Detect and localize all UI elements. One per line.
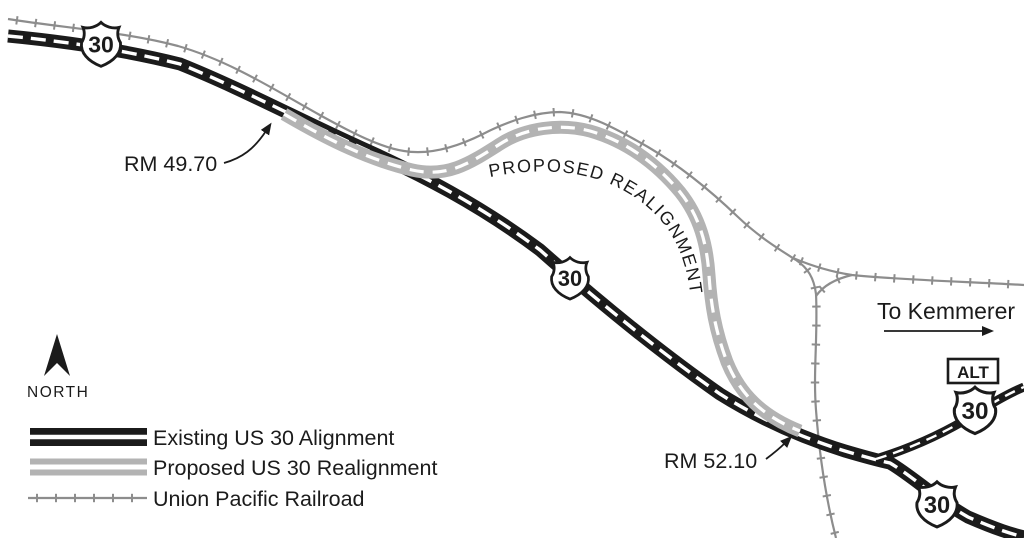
railroad-east-branch-path [792, 256, 1024, 287]
rm-4970-label: RM 49.70 [124, 152, 217, 176]
railroad-ticks [818, 275, 841, 294]
to-kemmerer-label: To Kemmerer [877, 298, 1015, 324]
existing-us30-alt-branch-casing [874, 382, 1024, 464]
north-indicator: NORTH [27, 334, 89, 401]
legend-item-proposed: Proposed US 30 Realignment [30, 456, 437, 480]
proposed-us30-realignment [280, 108, 803, 438]
legend-label-existing: Existing US 30 Alignment [153, 426, 394, 450]
legend-label-proposed: Proposed US 30 Realignment [153, 456, 437, 480]
railroad-ticks [36, 493, 133, 503]
north-arrow-icon [44, 334, 70, 376]
legend-item-railroad: Union Pacific Railroad [28, 487, 365, 511]
rm-5210-leader-line [765, 435, 793, 460]
proposed-realignment-centerline [283, 112, 801, 433]
rm-4970-leader-line [223, 122, 272, 164]
us30-shield-middle: 30 [550, 256, 590, 301]
rm-5210-callout: RM 52.10 [664, 435, 793, 473]
svg-text:30: 30 [558, 266, 582, 291]
us30-shield-top-left: 30 [79, 20, 123, 68]
existing-us30-alt-branch-centerline [875, 385, 1024, 461]
to-kemmerer-callout: To Kemmerer [877, 298, 1015, 336]
legend: Existing US 30 Alignment Proposed US 30 … [28, 426, 437, 511]
railroad-ticks [798, 257, 1010, 289]
union-pacific-railroad [7, 16, 1024, 538]
legend-item-existing: Existing US 30 Alignment [30, 426, 394, 450]
existing-us30-main-centerline [7, 34, 1024, 538]
svg-text:30: 30 [924, 493, 950, 519]
alt-badge-label: ALT [957, 363, 989, 382]
legend-label-railroad: Union Pacific Railroad [153, 487, 365, 511]
rm-5210-label: RM 52.10 [664, 449, 757, 473]
svg-text:30: 30 [961, 398, 988, 425]
alt-badge [946, 357, 1000, 385]
north-label: NORTH [27, 384, 89, 401]
us30-alt-marker: ALT 30 [946, 357, 1000, 436]
railroad-wye-connector-path [815, 273, 853, 297]
rm-4970-callout: RM 49.70 [124, 122, 272, 176]
svg-text:30: 30 [88, 32, 114, 58]
railroad-main-path [7, 17, 838, 538]
us30-shield-bottom-right: 30 [915, 480, 959, 529]
